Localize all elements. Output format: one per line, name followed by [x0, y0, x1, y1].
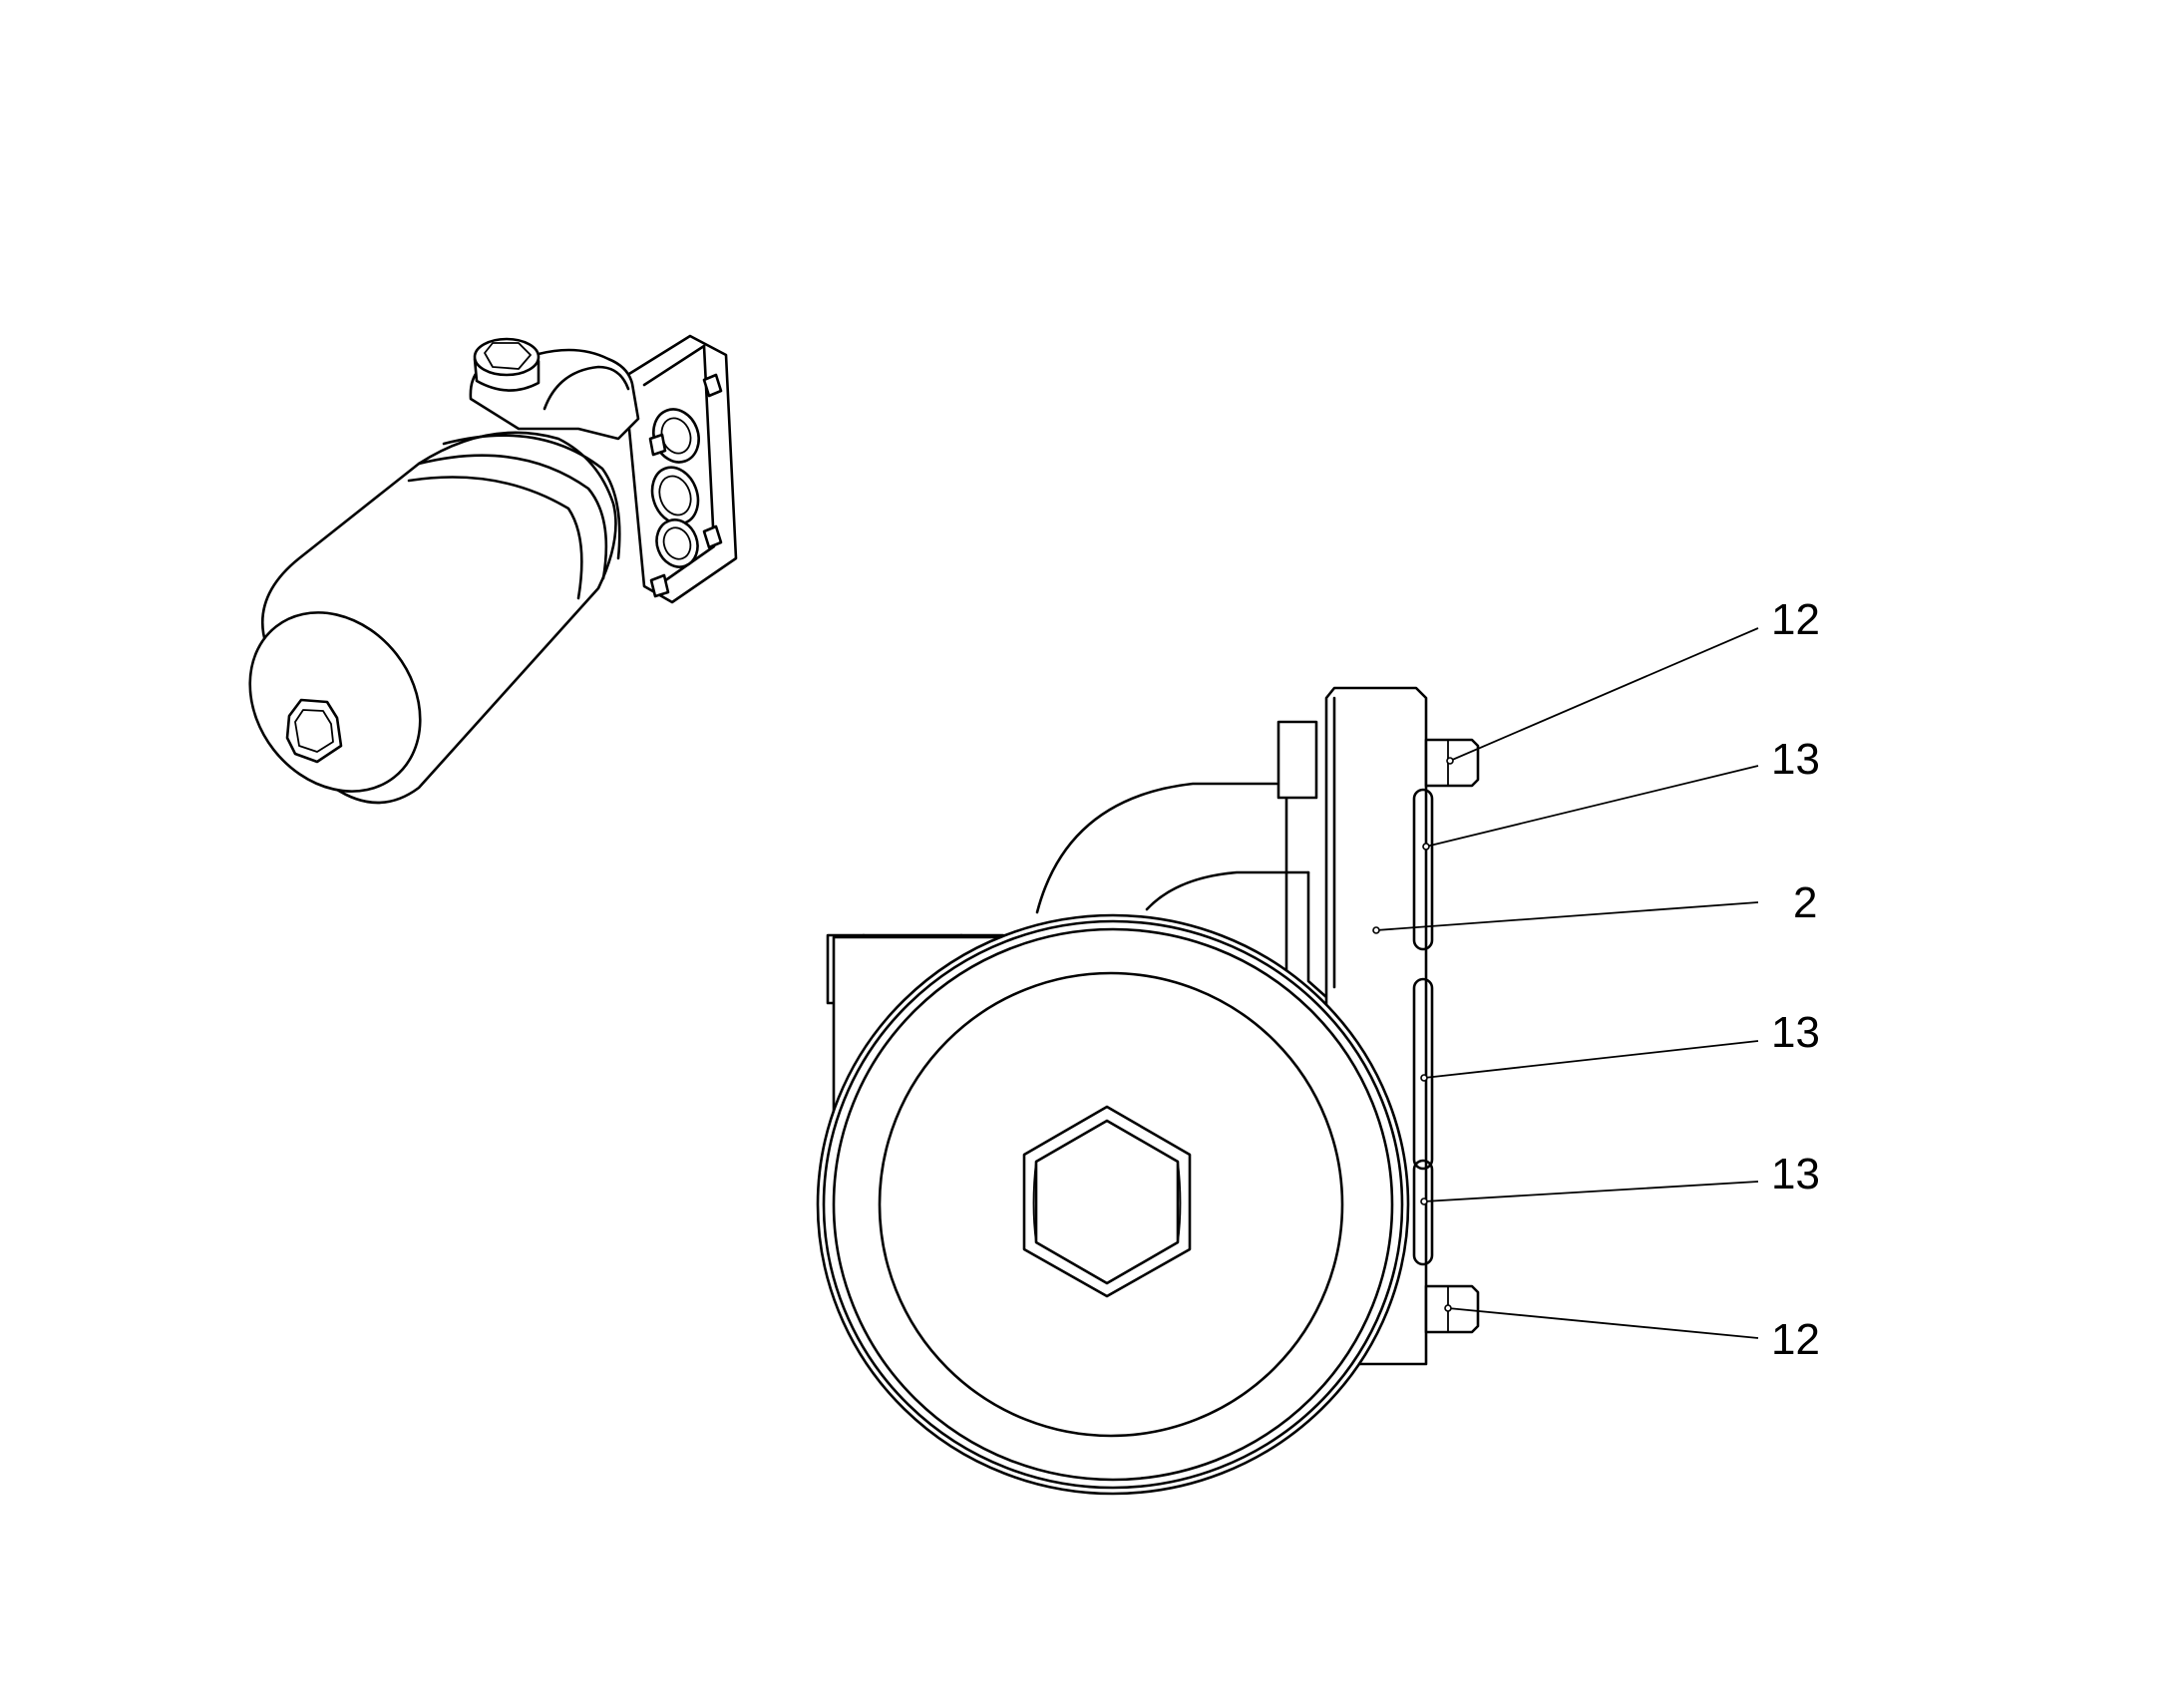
- callout-13-upper: 13: [1422, 735, 1820, 851]
- elbow-cap-block: [1276, 720, 1318, 800]
- callout-2: 2: [1372, 878, 1817, 934]
- iso-filter-head: [469, 337, 640, 441]
- canister-hex-nut: [1022, 1105, 1192, 1298]
- callout-13-lower: 13: [1420, 1150, 1820, 1205]
- callout-label: 13: [1771, 735, 1820, 784]
- callout-leaders: 12 13 2 13 13 12: [1372, 595, 1820, 1364]
- front-view-filter-assembly: [816, 686, 1480, 1496]
- callout-label: 13: [1771, 1008, 1820, 1057]
- isometric-filter-assembly: [248, 334, 738, 805]
- callout-label: 12: [1771, 1315, 1820, 1364]
- o-ring-slot-lower: [1412, 1159, 1434, 1266]
- callout-label: 13: [1771, 1150, 1820, 1198]
- callout-label: 12: [1771, 595, 1820, 644]
- elbow-pipe: [1035, 782, 1328, 999]
- iso-filter-canister: [248, 431, 621, 805]
- callout-label: 2: [1793, 878, 1817, 927]
- iso-mounting-flange: [622, 334, 738, 604]
- callout-12-upper: 12: [1446, 595, 1820, 765]
- callout-12-lower: 12: [1444, 1304, 1820, 1364]
- callout-13-middle: 13: [1420, 1008, 1820, 1082]
- o-ring-slot-upper: [1412, 788, 1434, 951]
- o-ring-slot-middle: [1412, 977, 1434, 1171]
